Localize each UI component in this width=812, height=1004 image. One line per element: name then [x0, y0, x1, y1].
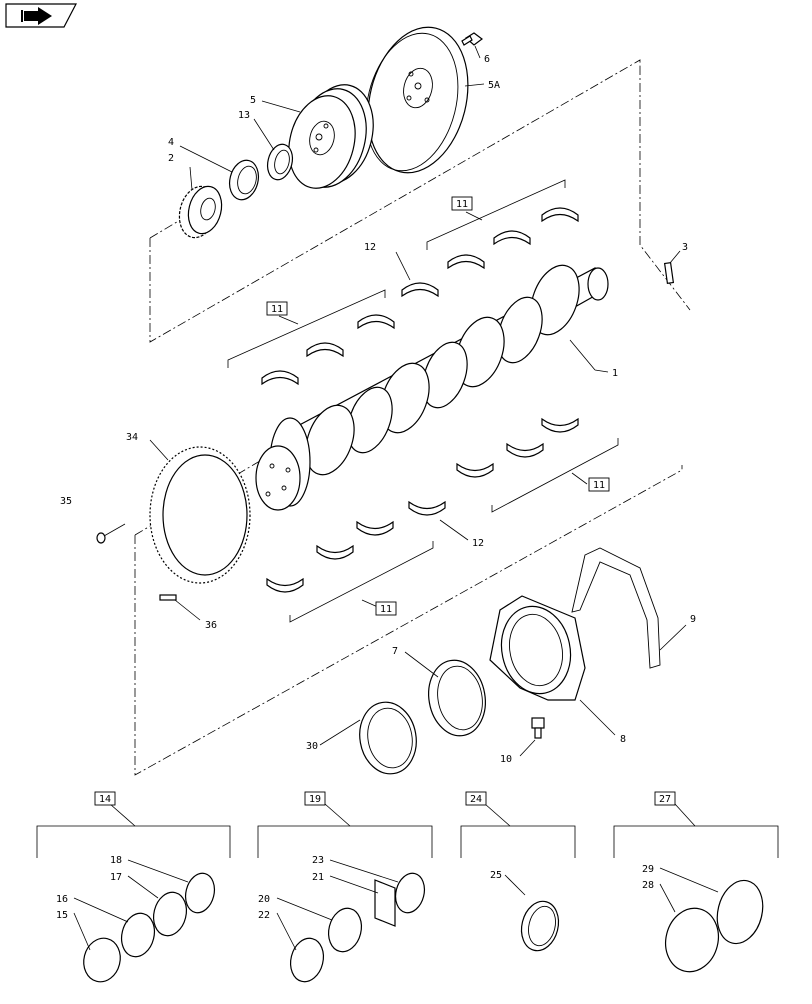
kit-box-11-left: 11 [266, 301, 288, 316]
svg-text:11: 11 [271, 304, 283, 315]
seal-kit-19-parts [289, 872, 426, 983]
upper-bearing-shells [261, 207, 579, 386]
callout-7: 7 [392, 646, 398, 657]
callout-12-upper: 12 [364, 242, 376, 253]
svg-text:14: 14 [99, 794, 111, 805]
housing-gasket [571, 547, 661, 669]
svg-text:24: 24 [470, 794, 482, 805]
svg-text:11: 11 [593, 480, 605, 491]
callout-36: 36 [205, 620, 217, 631]
kit-box-11-right: 11 [588, 477, 610, 492]
vibration-damper [365, 26, 469, 174]
callout-28: 28 [642, 880, 654, 891]
callout-20: 20 [258, 894, 270, 905]
flywheel-ring-gear [149, 446, 251, 584]
callout-29: 29 [642, 864, 654, 875]
callout-16: 16 [56, 894, 68, 905]
callout-18: 18 [110, 855, 122, 866]
seal-kit-14-parts [83, 872, 216, 983]
callout-10: 10 [500, 754, 512, 765]
housing-bolt [531, 717, 545, 739]
callout-35: 35 [60, 496, 72, 507]
seal-kit-24-parts [520, 900, 560, 952]
seal-kit-27-parts [665, 879, 764, 973]
leader-lines [73, 45, 719, 951]
wear-sleeve [359, 701, 417, 775]
callout-8: 8 [620, 734, 626, 745]
callout-34: 34 [126, 432, 138, 443]
callout-30: 30 [306, 741, 318, 752]
callout-21: 21 [312, 872, 324, 883]
nav-arrow-button[interactable] [5, 3, 77, 28]
callout-12-lower: 12 [472, 538, 484, 549]
dowel-pin [663, 262, 675, 284]
callout-6: 6 [484, 54, 490, 65]
callout-22: 22 [258, 910, 270, 921]
bottom-kit-brackets [36, 803, 779, 858]
svg-text:27: 27 [659, 794, 671, 805]
kit-brackets [227, 179, 619, 623]
callout-5a: 5A [488, 80, 500, 91]
rear-oil-seal [428, 659, 486, 737]
kit-box-24: 24 [465, 791, 487, 806]
crankshaft-gear [178, 185, 223, 239]
kit-box-11-lower: 11 [375, 601, 397, 616]
svg-text:19: 19 [309, 794, 321, 805]
lower-bearing-shells [266, 417, 579, 593]
arrow-icon [21, 7, 52, 25]
callout-2: 2 [168, 153, 174, 164]
kit-box-27: 27 [654, 791, 676, 806]
callout-17: 17 [110, 872, 122, 883]
callout-23: 23 [312, 855, 324, 866]
svg-text:11: 11 [380, 604, 392, 615]
callout-5: 5 [250, 95, 256, 106]
callout-25: 25 [490, 870, 502, 881]
rear-seal-housing [489, 595, 586, 701]
callout-1: 1 [612, 368, 618, 379]
front-seal-ring [228, 159, 260, 201]
ring-gear-pin [159, 594, 177, 601]
ring-gear-bolt [96, 523, 126, 544]
callout-9: 9 [690, 614, 696, 625]
pulley-spacer [266, 143, 294, 181]
kit-box-19: 19 [304, 791, 326, 806]
svg-text:11: 11 [456, 199, 468, 210]
callout-3: 3 [682, 242, 688, 253]
callout-15: 15 [56, 910, 68, 921]
callout-4: 4 [168, 137, 174, 148]
kit-box-14: 14 [94, 791, 116, 806]
kit-box-11-upper: 11 [451, 196, 473, 211]
callout-13: 13 [238, 110, 250, 121]
assembly-outline-lower [134, 454, 683, 776]
callout-labels: 1 2 3 4 5 5A 6 7 8 9 10 12 12 13 15 16 1… [56, 54, 696, 921]
crankshaft [255, 264, 609, 511]
damper-bolt [461, 32, 483, 46]
crankshaft-pulley [288, 84, 374, 189]
